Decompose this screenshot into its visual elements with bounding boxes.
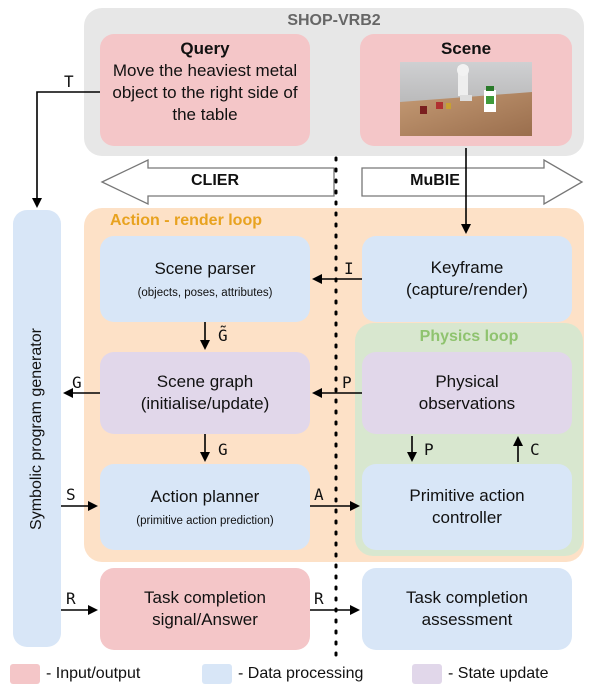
- primitive-action-controller-sub: controller: [432, 508, 502, 527]
- label-p-left: P: [342, 373, 352, 392]
- clier-label: CLIER: [191, 172, 239, 189]
- mubie-label: MuBIE: [410, 172, 460, 189]
- physical-observations-title: Physical: [435, 372, 499, 391]
- label-g-tilde: G̃: [218, 326, 228, 345]
- action-planner-box: Action planner (primitive action predict…: [100, 464, 310, 550]
- query-box: Query Move the heaviest metal object to …: [100, 34, 310, 146]
- label-s: S: [66, 485, 76, 504]
- query-title: Query: [180, 39, 230, 58]
- physics-loop-title: Physics loop: [419, 328, 519, 345]
- scene-box: Scene: [360, 34, 572, 146]
- scene-title: Scene: [440, 39, 492, 58]
- legend-swatch-state-update: [412, 664, 442, 684]
- legend-label-state-update: - State update: [448, 665, 549, 682]
- label-a: A: [314, 485, 324, 504]
- scene-parser-title: Scene parser: [154, 258, 256, 278]
- action-planner-sub: (primitive action prediction): [136, 514, 274, 527]
- task-signal-title: Task completion: [144, 588, 266, 607]
- keyframe-box: Keyframe (capture/render): [362, 236, 572, 322]
- task-signal-sub: signal/Answer: [152, 610, 258, 629]
- action-planner-title: Action planner: [150, 486, 260, 506]
- label-r-mid: R: [314, 589, 324, 608]
- shop-vrb2-title: SHOP-VRB2: [287, 12, 381, 29]
- scene-graph-box: Scene graph (initialise/update): [100, 352, 310, 434]
- label-t: T: [64, 72, 74, 91]
- label-p-down: P: [424, 440, 434, 459]
- primitive-action-controller-title: Primitive action: [409, 486, 525, 505]
- task-completion-assessment-box: Task completion assessment: [362, 568, 572, 650]
- legend-swatch-data-processing: [202, 664, 232, 684]
- action-render-loop-title: Action - render loop: [110, 212, 262, 229]
- primitive-action-controller-box: Primitive action controller: [362, 464, 572, 550]
- scene-graph-title: Scene graph: [156, 372, 254, 391]
- scene-graph-sub: (initialise/update): [140, 394, 270, 413]
- task-assess-sub: assessment: [421, 610, 513, 629]
- label-g-left: G: [72, 373, 82, 392]
- arrow-t: [32, 91, 100, 208]
- legend-label-input-output: - Input/output: [46, 665, 141, 682]
- keyframe-title: Keyframe: [430, 258, 504, 277]
- physical-observations-box: Physical observations: [362, 352, 572, 434]
- task-assess-title: Task completion: [406, 588, 528, 607]
- label-i: I: [344, 259, 354, 278]
- legend-swatch-input-output: [10, 664, 40, 684]
- label-g-down: G: [218, 440, 228, 459]
- label-r-in: R: [66, 589, 76, 608]
- symbolic-program-generator-box: Symbolic program generator: [13, 210, 61, 647]
- scene-parser-box: Scene parser (objects, poses, attributes…: [100, 236, 310, 322]
- query-text: Move the heaviest metal object to the ri…: [112, 61, 298, 124]
- label-c-up: C: [530, 440, 540, 459]
- physical-observations-sub: observations: [418, 394, 516, 413]
- legend-label-data-processing: - Data processing: [238, 665, 364, 682]
- scene-parser-sub: (objects, poses, attributes): [137, 286, 273, 299]
- task-completion-signal-box: Task completion signal/Answer: [100, 568, 310, 650]
- scene-image: [400, 62, 532, 136]
- keyframe-sub: (capture/render): [406, 280, 528, 299]
